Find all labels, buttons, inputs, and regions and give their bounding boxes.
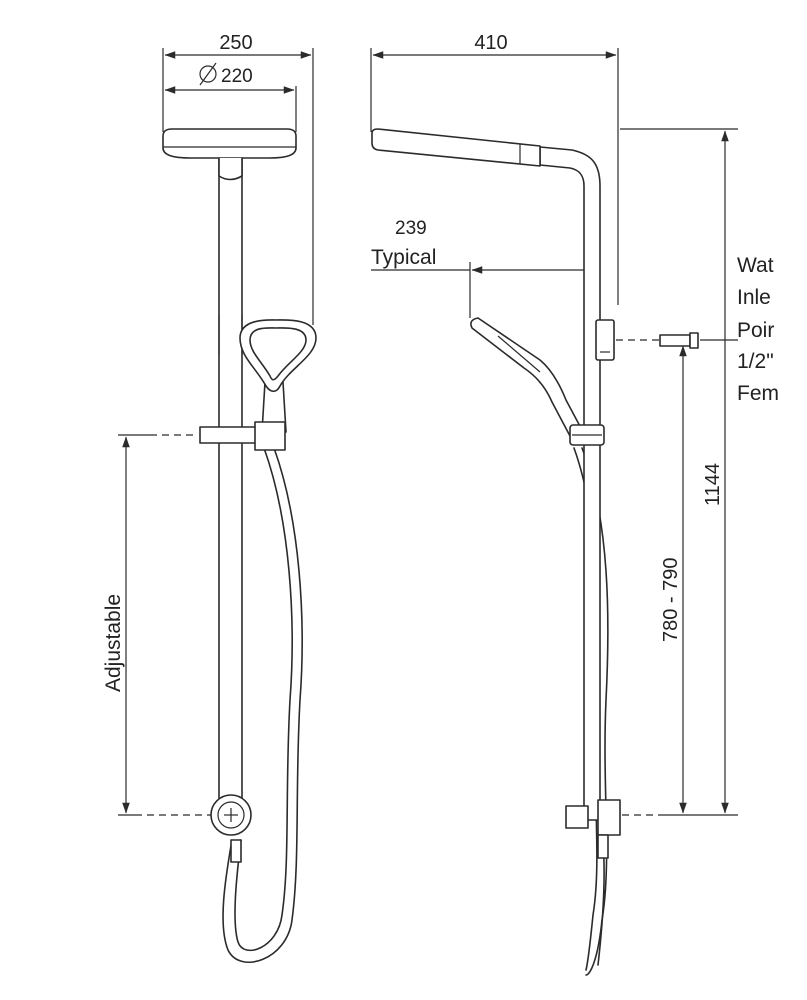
dimension-250-label: 250 — [219, 32, 252, 54]
dimension-diameter-220: 220 — [164, 62, 297, 132]
dimension-410: 410 — [370, 32, 619, 305]
inlet-note-line-3: Poir — [737, 319, 774, 342]
front-riser-rail — [218, 157, 243, 816]
front-overhead-shower-head — [162, 128, 297, 181]
inlet-note-line-1: Wat — [737, 254, 774, 277]
front-wall-outlet — [135, 794, 252, 863]
dimension-780-790: 780 - 790 — [660, 339, 738, 816]
side-overhead-shower-head — [371, 128, 541, 167]
front-view: 250 220 — [102, 32, 317, 963]
front-hose — [222, 447, 303, 963]
inlet-note-line-5: Fem — [737, 382, 779, 405]
side-riser-and-arm — [539, 146, 601, 821]
adjustable-label: Adjustable — [102, 594, 125, 692]
typical-value-label: 239 — [395, 218, 427, 239]
front-slider-bracket — [150, 421, 286, 451]
dimension-1144: 1144 — [620, 128, 738, 816]
dimension-220-label: 220 — [221, 66, 253, 87]
dimension-adjustable: Adjustable — [102, 434, 150, 816]
dimension-410-label: 410 — [474, 32, 507, 54]
inlet-height-label: 780 - 790 — [660, 557, 682, 642]
inlet-note-line-4: 1/2" — [737, 350, 774, 373]
water-inlet-note: Wat Inle Poir 1/2" Fem — [737, 254, 779, 405]
dimension-239-typical: 239 Typical — [371, 218, 597, 318]
side-wall-inlet — [595, 319, 699, 361]
side-wall-outlet — [565, 799, 665, 859]
dimension-250: 250 — [162, 32, 314, 325]
side-hand-shower — [470, 317, 583, 437]
typical-label: Typical — [371, 246, 436, 269]
total-height-label: 1144 — [702, 463, 724, 506]
side-slider-bracket — [569, 424, 605, 446]
side-view: 410 239 Typical — [370, 32, 779, 976]
front-hand-shower — [239, 319, 317, 433]
diameter-symbol-icon — [199, 62, 217, 86]
inlet-note-line-2: Inle — [737, 286, 771, 309]
